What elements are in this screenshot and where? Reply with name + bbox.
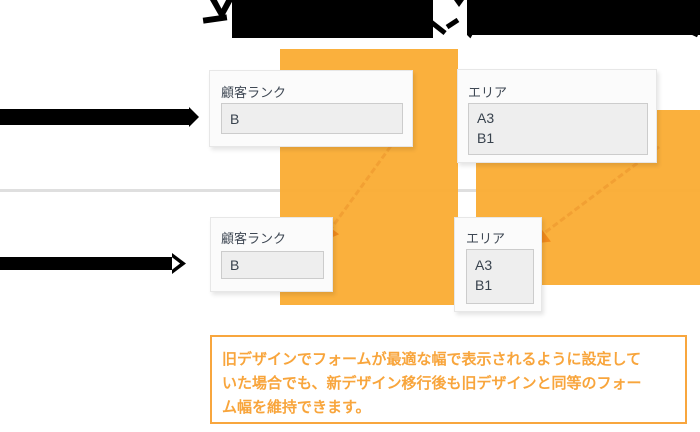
list-option[interactable]: B1 xyxy=(477,130,495,146)
field-label: 顧客ランク xyxy=(221,231,287,246)
arrow-right-icon xyxy=(189,107,199,127)
area-listbox[interactable]: A3 B1 xyxy=(468,103,648,155)
form-panel-new-area: エリア A3 B1 xyxy=(454,217,542,312)
callout-note-box: 旧デザインでフォームが最適な幅で表示されるように設定して いた場合でも、新デザイ… xyxy=(210,335,687,424)
form-panel-old-area: エリア A3 B1 xyxy=(457,69,657,163)
arrow-right-outline-icon xyxy=(172,253,186,274)
redaction-bar-left xyxy=(232,0,433,38)
field-label: 顧客ランク xyxy=(221,85,287,100)
list-option[interactable]: A3 xyxy=(477,110,495,126)
rank-input[interactable]: B xyxy=(221,103,403,134)
area-listbox[interactable]: A3 B1 xyxy=(466,249,534,304)
field-label: エリア xyxy=(466,231,506,246)
callout-line: 旧デザインでフォームが最適な幅で表示されるように設定して xyxy=(222,351,642,368)
rank-input[interactable]: B xyxy=(221,251,324,279)
heading-glyph-fragment xyxy=(210,0,233,16)
list-option[interactable]: B1 xyxy=(475,277,493,293)
redacted-label-old-design xyxy=(0,109,189,125)
heading-glyph-fragment xyxy=(202,14,228,24)
callout-line: ム幅を維持できます。 xyxy=(222,399,371,416)
callout-line: いた場合でも、新デザイン移行後も旧デザインと同等のフォー xyxy=(222,375,642,392)
form-panel-new-rank: 顧客ランク B xyxy=(210,217,333,292)
field-label: エリア xyxy=(468,85,508,100)
list-option[interactable]: A3 xyxy=(475,257,493,273)
redaction-bar-right xyxy=(467,0,700,35)
form-panel-old-rank: 顧客ランク B xyxy=(209,70,413,147)
redacted-label-new-design xyxy=(0,257,172,270)
